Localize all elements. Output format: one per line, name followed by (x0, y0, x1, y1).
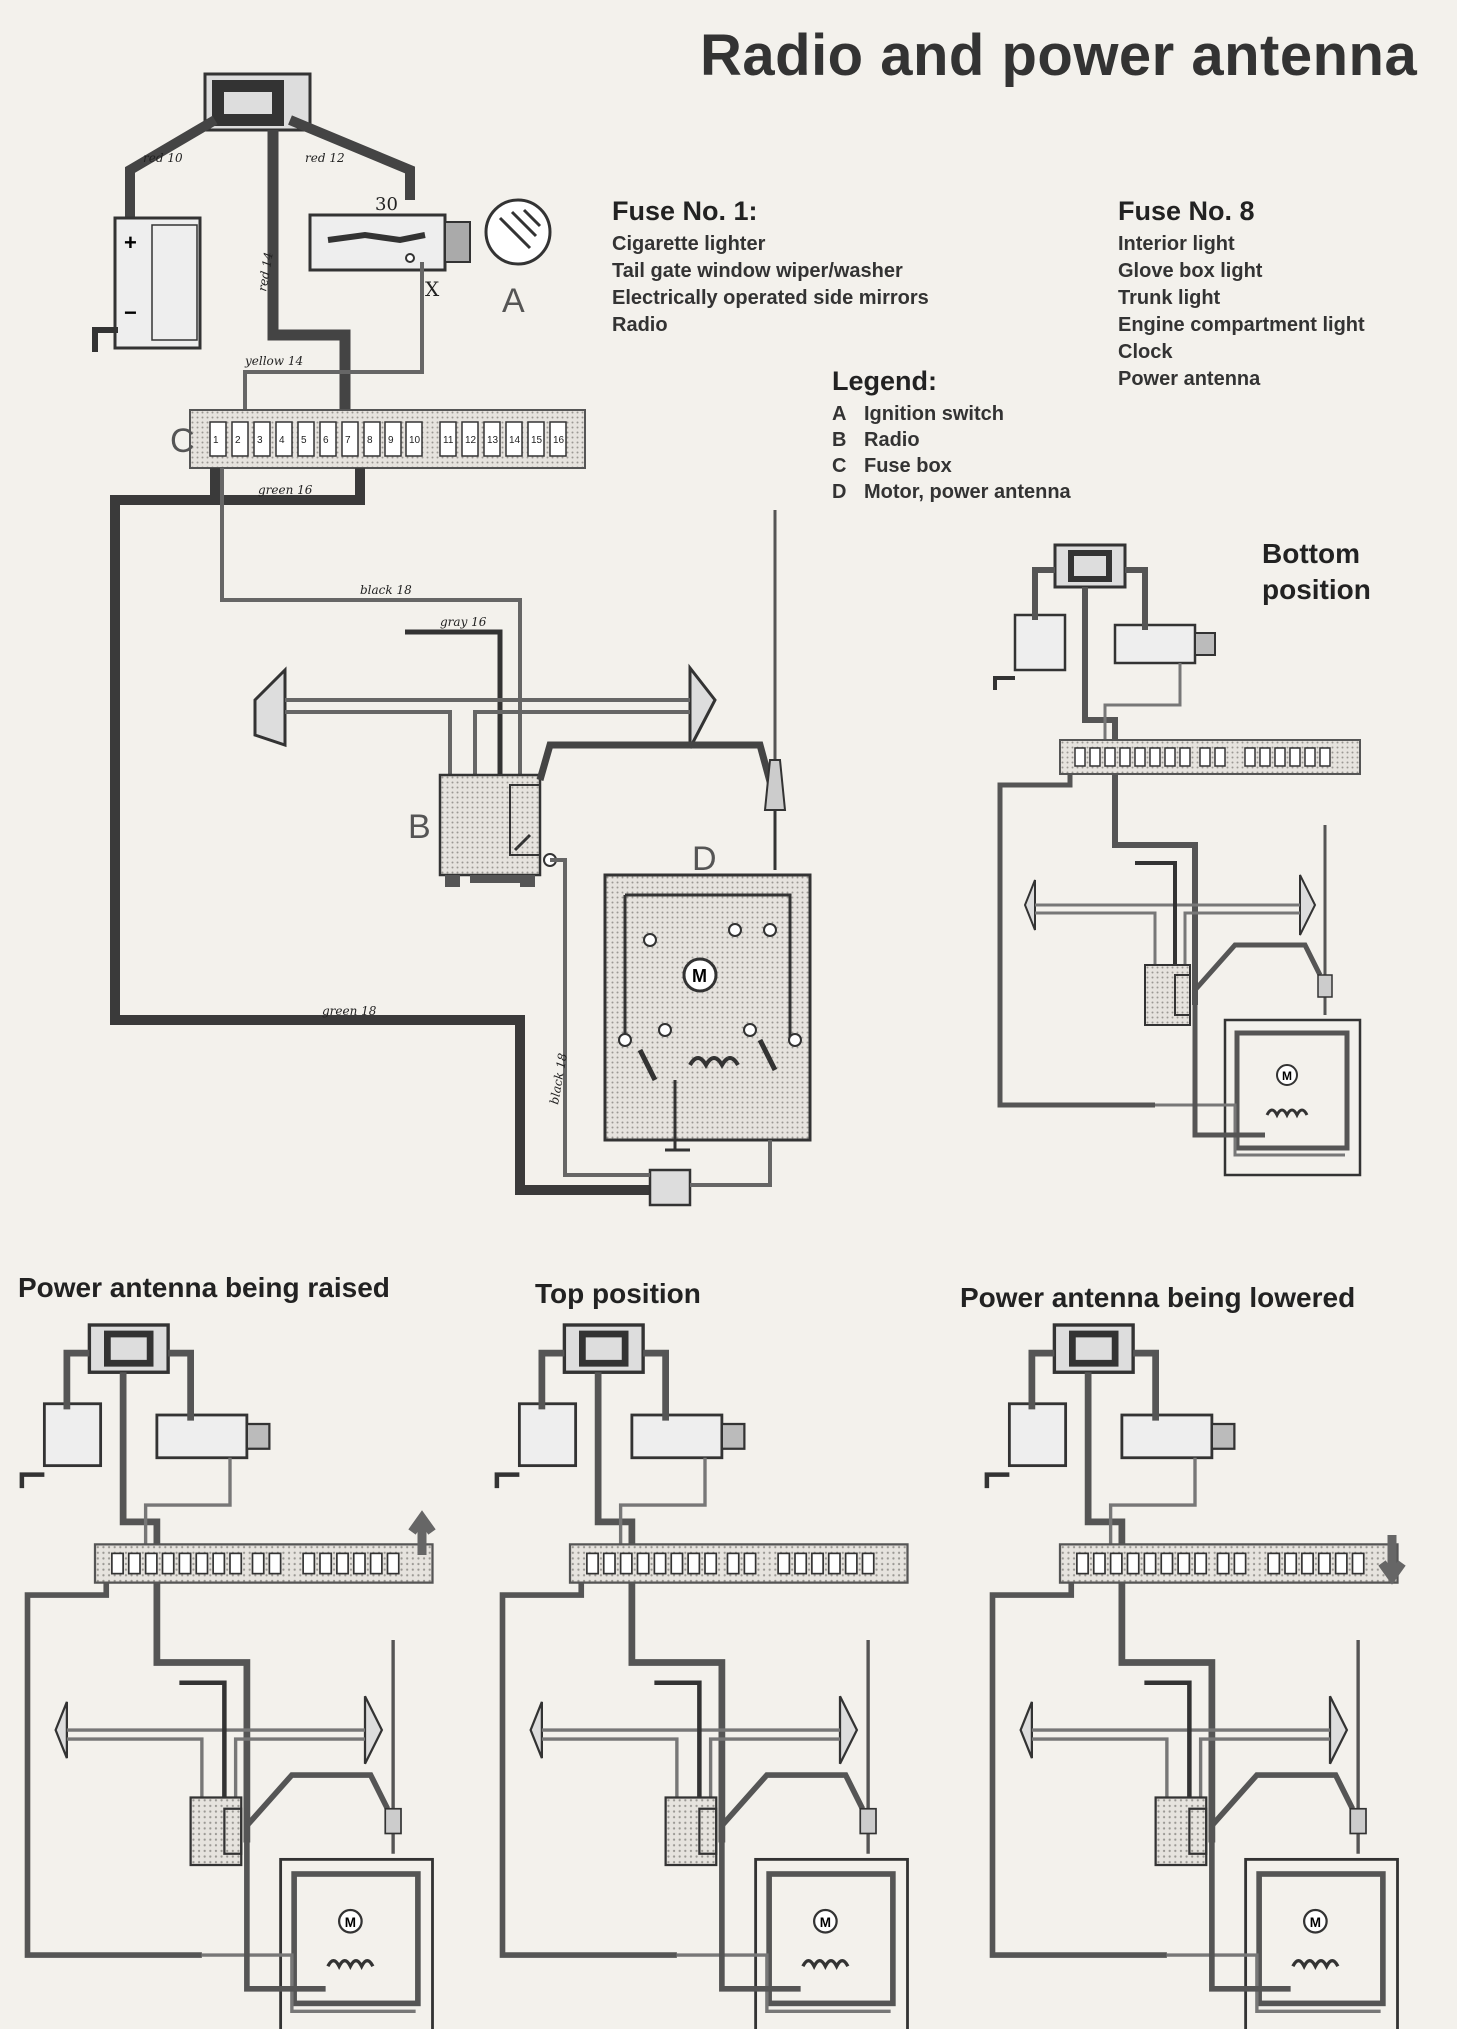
mini-being-lowered (987, 1325, 1406, 2029)
fuse-slot (341, 421, 359, 457)
svg-text:+: + (124, 230, 137, 255)
fuse-slot (319, 421, 337, 457)
fuse1-item: Tail gate window wiper/washer (612, 260, 903, 282)
fuse8-item: Interior light (1118, 233, 1235, 255)
wire-label-green16: green 16 (258, 483, 313, 497)
fuse-number: 12 (465, 435, 477, 446)
wire-label-red14: red 14 (255, 251, 276, 292)
terminal-30: 30 (375, 194, 398, 215)
wire-label-green18: green 18 (322, 1004, 377, 1018)
fuse-number: 5 (301, 435, 307, 446)
fuse-number: 2 (235, 435, 241, 446)
fuse-number: 8 (367, 435, 373, 446)
left-speaker (253, 666, 287, 748)
battery (113, 216, 202, 350)
fuse-number: 13 (487, 435, 499, 446)
fuse8-item: Trunk light (1118, 287, 1221, 309)
fuse-number: 10 (409, 435, 421, 446)
wire-label-black18: black 18 (360, 583, 412, 597)
letter-a: A (502, 282, 525, 320)
mini-being-raised (22, 1325, 433, 2029)
fuse-slot (253, 421, 271, 457)
page-title: Radio and power antenna (700, 23, 1418, 88)
wire-label-yellow14: yellow 14 (244, 354, 303, 368)
caption-being-lowered: Power antenna being lowered (960, 1282, 1356, 1313)
fuse8-item: Clock (1118, 341, 1173, 363)
fuse1-heading: Fuse No. 1: (612, 196, 758, 226)
right-speaker (688, 663, 717, 749)
fuse-number: 11 (443, 435, 454, 446)
fuse-slot (439, 421, 457, 457)
ignition-switch-body (308, 213, 447, 272)
fuse8-item: Glove box light (1118, 260, 1263, 282)
fuse-number: 6 (323, 435, 329, 446)
fuse-slot (297, 421, 315, 457)
svg-text:−: − (124, 300, 137, 325)
wire-label-red10: red 10 (143, 151, 183, 165)
fuse-number: 14 (509, 435, 521, 446)
letter-d: D (692, 840, 717, 878)
caption-top-position: Top position (535, 1278, 701, 1309)
fuse1-item: Radio (612, 314, 668, 336)
fuse-number: 15 (531, 435, 543, 446)
fuse-slot (275, 421, 293, 457)
caption-bottom-position: Bottom position (1262, 538, 1371, 605)
fuse-slot (527, 421, 545, 457)
fuse-slot (461, 421, 479, 457)
wire-label-gray16: gray 16 (440, 615, 487, 629)
letter-x: X (425, 277, 440, 301)
fuse8-block: Fuse No. 8 Interior light Glove box ligh… (1118, 196, 1365, 393)
mini-top-position (497, 1325, 908, 2029)
fuse8-heading: Fuse No. 8 (1118, 196, 1255, 226)
fuse-slot (505, 421, 523, 457)
fuse-number: 3 (257, 435, 263, 446)
fuse-number: 7 (345, 435, 351, 446)
down-arrow-icon (1378, 1535, 1406, 1585)
legend-heading: Legend: (832, 366, 937, 396)
fuse8-item: Power antenna (1118, 368, 1261, 390)
antenna-motor-box (603, 873, 812, 1142)
fuse-number: 16 (553, 435, 565, 446)
ignition-key-dial (484, 198, 552, 266)
up-arrow-icon (408, 1510, 436, 1555)
fuse1-item: Cigarette lighter (612, 233, 766, 255)
fuse-slot (549, 421, 567, 457)
fuse-number: 1 (213, 435, 219, 446)
fuse8-item: Engine compartment light (1118, 314, 1365, 336)
fuse-number: 4 (279, 435, 285, 446)
fuse-slot (384, 421, 402, 457)
caption-being-raised: Power antenna being raised (18, 1272, 390, 1303)
fuse-slot (209, 421, 227, 457)
fuse-slot (363, 421, 381, 457)
radio-unit (438, 773, 542, 877)
letter-c: C (170, 422, 195, 460)
mini-bottom-position (995, 545, 1360, 1175)
fuse1-item: Electrically operated side mirrors (612, 287, 929, 309)
fuse-slot (483, 421, 501, 457)
letter-b: B (408, 808, 431, 846)
fuse-slot (231, 421, 249, 457)
fuse1-block: Fuse No. 1: Cigarette lighter Tail gate … (612, 196, 929, 339)
svg-text:M: M (692, 966, 707, 986)
wire-label-red12: red 12 (305, 151, 345, 165)
fuse-slot (405, 421, 423, 457)
fuse-number: 9 (388, 435, 394, 446)
